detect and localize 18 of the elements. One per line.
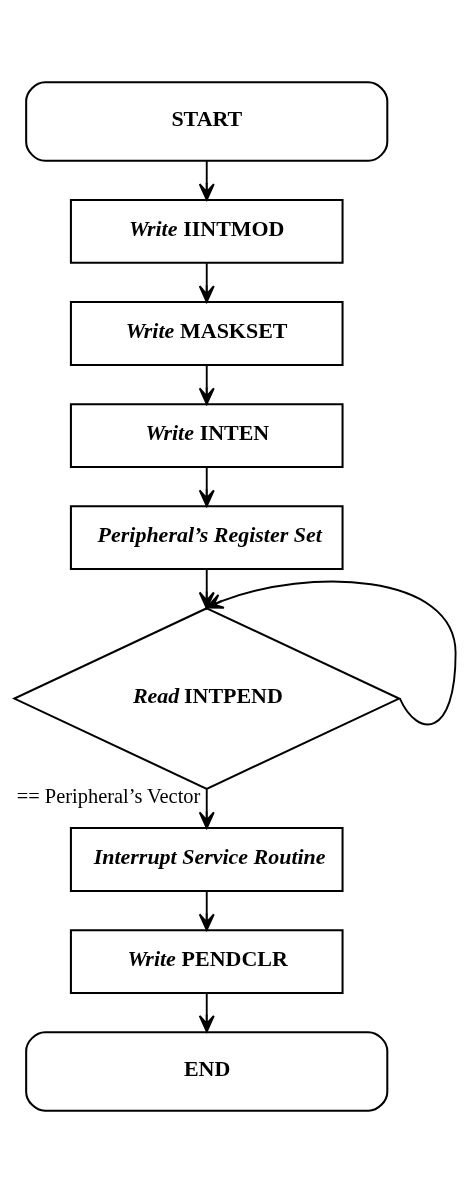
arrow [198, 160, 215, 201]
node-box: START [25, 81, 389, 162]
arrow [198, 788, 215, 829]
arrow [198, 992, 215, 1033]
node-box: Write PENDCLR [69, 929, 344, 994]
arrow [205, 580, 457, 726]
arrow [198, 890, 215, 931]
arrow [198, 568, 215, 610]
node-box: END [25, 1031, 389, 1112]
arrow [198, 364, 215, 405]
node-box: Write INTEN [69, 403, 344, 468]
node-box: Write MASKSET [69, 301, 344, 366]
node-box: Peripheral’s Register Set [69, 505, 344, 571]
node-box: Interrupt Service Routine [69, 827, 344, 892]
arrow [198, 262, 215, 303]
node-diamond: Read INTPEND [12, 607, 402, 790]
node-box: Write IINTMOD [69, 199, 344, 264]
arrow [198, 466, 215, 507]
